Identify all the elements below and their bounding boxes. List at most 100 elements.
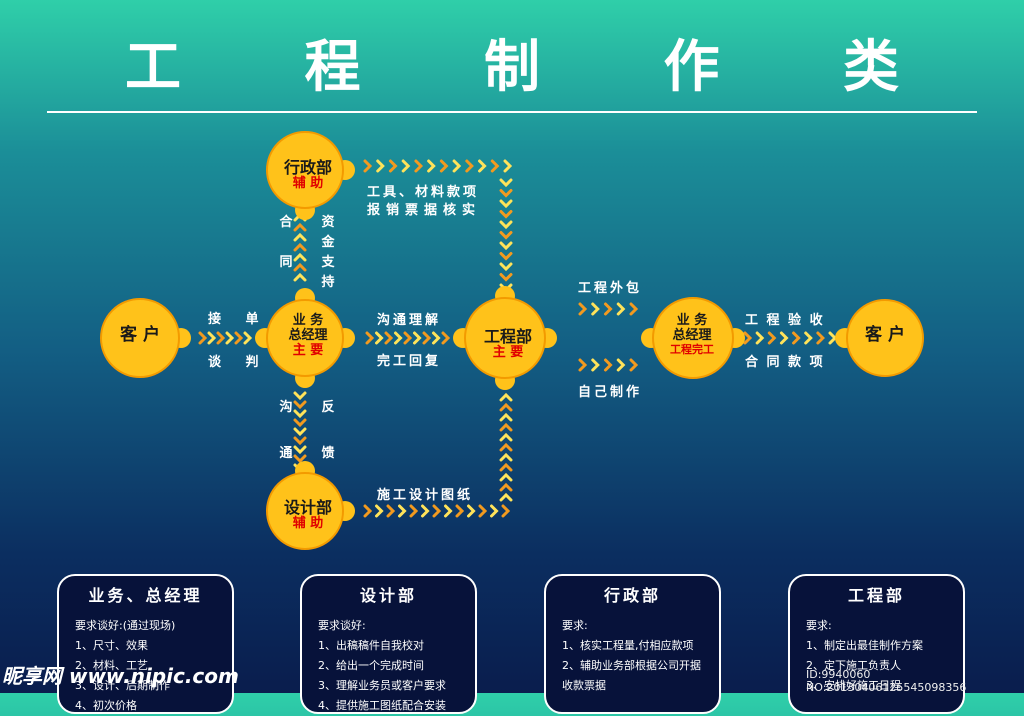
node-shape — [835, 299, 924, 377]
label-feedback-char-1: 反 — [321, 400, 335, 415]
card-line: 1、尺寸、效果 — [75, 639, 148, 652]
chevron-mark — [499, 273, 513, 282]
chevron-mark — [363, 159, 373, 173]
label-funding-vertical: 资 金 支 持 — [321, 213, 335, 293]
chevron-mark — [207, 331, 217, 345]
title-divider — [47, 111, 977, 113]
chevron-mark — [499, 210, 513, 219]
chevron-mark — [452, 159, 462, 173]
chevron-mark — [499, 472, 513, 482]
card-line: 要求: — [562, 619, 588, 632]
chevron-arrows — [198, 159, 838, 518]
chevron-mark — [293, 391, 307, 401]
label-completion-reply: 完工回复 — [377, 354, 442, 369]
chevron-mark — [234, 331, 244, 345]
card-title: 行政部 — [603, 586, 661, 605]
card-line: 3、理解业务员或客户要求 — [318, 679, 446, 692]
label-goutong-vertical: 沟 通 — [279, 398, 293, 464]
chevron-mark — [455, 504, 465, 518]
card-business-manager: 业务、总经理 要求谈好:(通过现场) 1、尺寸、效果 2、材料、工艺 3、设计、… — [57, 574, 234, 714]
card-title: 工程部 — [847, 586, 905, 605]
chevron-mark — [499, 492, 513, 502]
card-line: 4、初次价格 — [75, 699, 137, 712]
label-tools-line2: 报销票据核实 — [367, 203, 482, 218]
card-line: 2、定下施工负责人 — [806, 659, 901, 672]
watermark-logo: 昵享网 www.nipic.com — [2, 664, 239, 688]
chevron-mark — [499, 462, 513, 472]
chevron-mark — [499, 231, 513, 240]
label-funding-char-3: 支 — [321, 255, 335, 270]
page-title: 工 程 制 作 类 — [125, 35, 951, 100]
node-manager-right-label1: 业 务 — [676, 313, 708, 328]
node-shape — [100, 298, 191, 378]
card-admin: 行政部 要求: 1、核实工程量,付相应款项 2、辅助业务部根据公司开据 收款票据 — [544, 574, 721, 714]
node-engineering: 工程部 主 要 — [463, 327, 553, 361]
label-outsource: 工程外包 — [578, 281, 643, 296]
chevron-mark — [413, 331, 422, 345]
chevron-mark — [293, 232, 307, 242]
chevron-mark — [293, 222, 307, 232]
chevron-mark — [490, 159, 500, 173]
chevron-mark — [432, 331, 441, 345]
card-title: 设计部 — [359, 586, 417, 605]
chevron-mark — [386, 504, 396, 518]
chevron-mark — [398, 504, 407, 518]
node-engineering-role: 主 要 — [492, 345, 524, 361]
card-design: 设计部 要求谈好: 1、出稿稿件自我校对 2、给出一个完成时间 3、理解业务员或… — [300, 574, 477, 714]
chevron-mark — [401, 159, 411, 173]
chevron-mark — [293, 427, 307, 437]
chevron-mark — [499, 189, 513, 198]
node-design: 设计部 辅 助 — [266, 498, 350, 532]
chevron-mark — [409, 504, 419, 518]
chevron-mark — [293, 436, 307, 446]
node-design-role: 辅 助 — [292, 516, 324, 532]
chevron-mark — [499, 262, 513, 272]
chevron-mark — [591, 302, 600, 316]
chevron-mark — [427, 159, 436, 173]
card-line: 1、核实工程量,付相应款项 — [562, 639, 694, 652]
chevron-mark — [816, 331, 825, 345]
node-engineering-label: 工程部 — [483, 327, 532, 346]
chevron-mark — [432, 504, 442, 518]
label-contract-char-2: 同 — [279, 255, 293, 270]
node-shape — [453, 286, 557, 390]
chevron-mark — [363, 504, 373, 518]
chevron-mark — [243, 331, 253, 345]
node-shape — [641, 297, 745, 379]
chevron-mark — [441, 331, 451, 345]
card-engineering: 工程部 要求: 1、制定出最佳制作方案 2、定下施工负责人 3、安排好施工日程 — [788, 574, 965, 714]
chevron-mark — [225, 331, 235, 345]
label-receive-order: 接 单 — [208, 312, 269, 327]
label-contract-char-1: 合 — [279, 215, 293, 230]
chevron-mark — [467, 504, 476, 518]
label-feedback-char-2: 馈 — [321, 446, 335, 461]
card-line: 4、提供施工图纸配合安装 — [318, 699, 446, 712]
card-line: 2、辅助业务部根据公司开据 — [562, 659, 701, 672]
node-admin-role: 辅 助 — [292, 176, 324, 192]
node-manager-right-label2: 总经理 — [672, 327, 712, 343]
node-shape — [266, 461, 355, 550]
label-self-make: 自己制作 — [578, 385, 643, 400]
node-circle — [652, 297, 734, 379]
chevron-mark — [591, 358, 600, 372]
chevron-mark — [501, 504, 511, 518]
chevron-mark — [293, 454, 307, 464]
label-contract-vertical: 合 同 — [279, 213, 293, 273]
chevron-mark — [779, 331, 789, 345]
chevron-mark — [293, 242, 307, 252]
node-manager-right-role: 工程完工 — [670, 342, 714, 356]
chevron-mark — [499, 422, 513, 432]
label-funding-char-2: 金 — [321, 235, 335, 250]
node-manager-label2: 总经理 — [288, 327, 328, 343]
chevron-mark — [499, 220, 513, 230]
chevron-mark — [490, 504, 499, 518]
chevron-mark — [743, 331, 753, 345]
chevron-mark — [804, 331, 813, 345]
chevron-mark — [578, 302, 588, 316]
card-line: 2、材料、工艺 — [75, 659, 148, 672]
node-shape — [255, 288, 355, 388]
chevron-mark — [604, 302, 613, 316]
chevron-mark — [499, 482, 513, 492]
chevron-mark — [293, 418, 307, 428]
chevron-mark — [499, 412, 513, 422]
